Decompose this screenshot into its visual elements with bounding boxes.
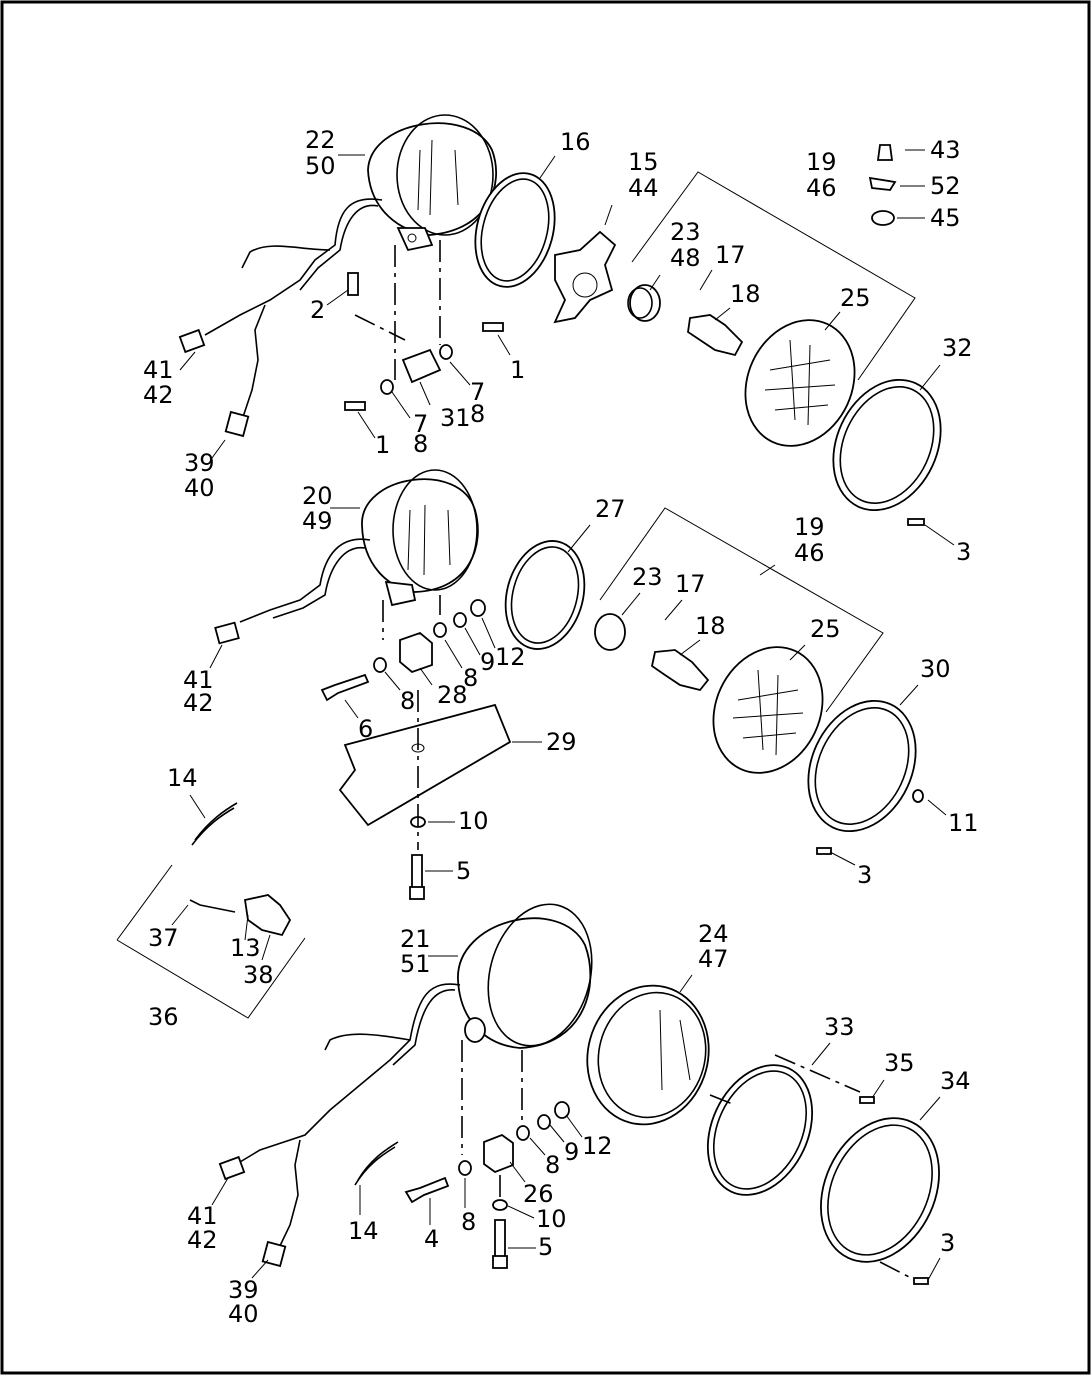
callout-8: 8 [470, 400, 485, 428]
callout-28: 28 [437, 681, 468, 709]
callout-7: 7 [470, 378, 485, 406]
callout-41: 41 [183, 666, 214, 694]
callout-40: 40 [228, 1300, 259, 1328]
callout-23: 23 [632, 563, 663, 591]
callout-46: 46 [806, 174, 837, 202]
callout-46: 46 [794, 539, 825, 567]
callout-41: 41 [143, 356, 174, 384]
callout-5: 5 [538, 1233, 553, 1261]
callout-20: 20 [302, 482, 333, 510]
callout-5: 5 [456, 857, 471, 885]
callout-12: 12 [582, 1132, 613, 1160]
callout-1: 1 [510, 356, 525, 384]
callout-18: 18 [730, 280, 761, 308]
callout-40: 40 [184, 474, 215, 502]
callout-26: 26 [523, 1180, 554, 1208]
callout-2: 2 [310, 296, 325, 324]
bottom-headlamp-assembly [218, 903, 940, 1285]
callout-7: 7 [413, 410, 428, 438]
callout-15: 15 [628, 148, 659, 176]
callout-3: 3 [956, 538, 971, 566]
callout-43: 43 [930, 136, 961, 164]
callout-42: 42 [183, 689, 214, 717]
middle-headlamp-assembly [116, 469, 924, 1019]
callout-34: 34 [940, 1067, 971, 1095]
callout-52: 52 [930, 172, 961, 200]
callout-24: 24 [698, 920, 729, 948]
callout-8: 8 [545, 1151, 560, 1179]
callout-29: 29 [546, 728, 577, 756]
callout-6: 6 [358, 715, 373, 743]
callout-14: 14 [348, 1217, 379, 1245]
callout-23: 23 [670, 218, 701, 246]
callout-50: 50 [305, 152, 336, 180]
callout-30: 30 [920, 655, 951, 683]
callout-39: 39 [228, 1276, 259, 1304]
callouts-bottom: 21 51 24 47 33 35 34 41 42 8 9 12 26 14 … [187, 920, 971, 1328]
callout-22: 22 [305, 126, 336, 154]
callout-8: 8 [400, 687, 415, 715]
callout-35: 35 [884, 1049, 915, 1077]
callout-8: 8 [413, 430, 428, 458]
callout-41: 41 [187, 1202, 218, 1230]
callout-25: 25 [810, 615, 841, 643]
callout-36: 36 [148, 1003, 179, 1031]
callout-25: 25 [840, 284, 871, 312]
callout-14: 14 [167, 764, 198, 792]
callout-16: 16 [560, 128, 591, 156]
callout-11: 11 [948, 809, 979, 837]
callout-27: 27 [595, 495, 626, 523]
callout-17: 17 [715, 241, 746, 269]
callout-19: 19 [794, 513, 825, 541]
callout-10: 10 [536, 1205, 567, 1233]
callouts-top: 22 50 16 15 44 19 46 43 52 45 23 48 17 1… [143, 126, 973, 566]
callout-4: 4 [424, 1225, 439, 1253]
callout-33: 33 [824, 1013, 855, 1041]
callout-39: 39 [184, 449, 215, 477]
callout-42: 42 [187, 1226, 218, 1254]
callout-8: 8 [461, 1208, 476, 1236]
callout-9: 9 [564, 1138, 579, 1166]
callout-48: 48 [670, 244, 701, 272]
callouts-middle: 20 49 27 19 46 23 17 18 25 30 41 42 8 9 … [148, 482, 979, 1031]
callout-12: 12 [495, 643, 526, 671]
callout-44: 44 [628, 174, 659, 202]
callout-38: 38 [243, 961, 274, 989]
callout-17: 17 [675, 570, 706, 598]
callout-8: 8 [463, 664, 478, 692]
top-headlamp-assembly [178, 114, 942, 526]
callout-18: 18 [695, 612, 726, 640]
callout-45: 45 [930, 204, 961, 232]
callout-9: 9 [480, 648, 495, 676]
callout-37: 37 [148, 924, 179, 952]
callout-49: 49 [302, 507, 333, 535]
callout-31: 31 [440, 404, 471, 432]
callout-3: 3 [857, 861, 872, 889]
callout-32: 32 [942, 334, 973, 362]
callout-47: 47 [698, 945, 729, 973]
callout-1: 1 [375, 431, 390, 459]
callout-51: 51 [400, 950, 431, 978]
callout-42: 42 [143, 381, 174, 409]
callout-10: 10 [458, 807, 489, 835]
callout-19: 19 [806, 148, 837, 176]
callout-21: 21 [400, 925, 431, 953]
leader-lines [171, 149, 955, 1281]
callout-3: 3 [940, 1229, 955, 1257]
